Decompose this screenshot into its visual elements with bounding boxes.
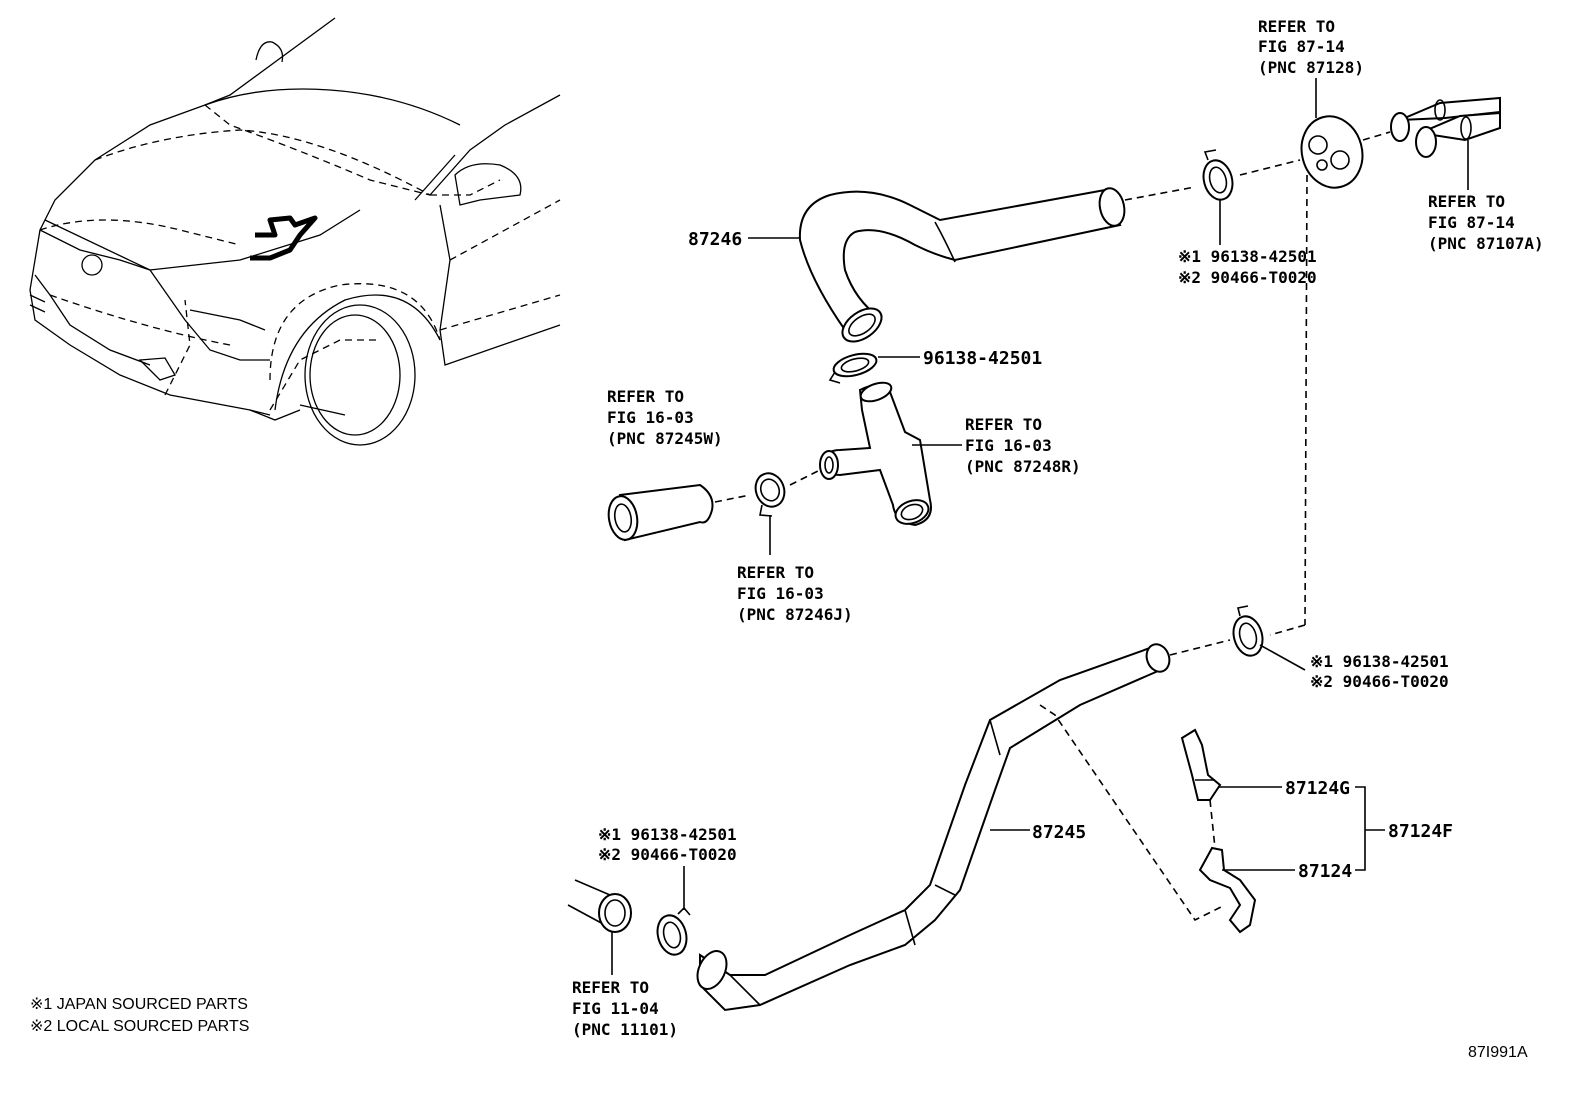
short-hose-87245w [607, 469, 821, 542]
heater-pipes-87107a [1390, 96, 1501, 158]
part-number-87245: 87245 [1032, 822, 1086, 843]
part-number-87246: 87246 [688, 229, 742, 250]
clamp-87246j [754, 472, 786, 517]
svg-text:(PNC 87245W): (PNC 87245W) [607, 429, 723, 448]
svg-text:(PNC 87128): (PNC 87128) [1258, 58, 1364, 77]
svg-text:FIG 16-03: FIG 16-03 [607, 408, 694, 427]
svg-text:FIG 16-03: FIG 16-03 [965, 436, 1052, 455]
note-japan-sourced: ※1 JAPAN SOURCED PARTS [30, 996, 248, 1013]
ref-fig87-14-pnc87128: REFER TO FIG 87-14 (PNC 87128) [1258, 17, 1364, 77]
svg-text:(PNC 11101): (PNC 11101) [572, 1020, 678, 1039]
part-number-87124: 87124 [1298, 861, 1352, 882]
svg-text:REFER TO: REFER TO [1258, 17, 1335, 36]
hose-87245 [696, 643, 1171, 1012]
svg-text:REFER TO: REFER TO [965, 415, 1042, 434]
part-numbers-clamp-mid-right: ※1 96138-42501 ※2 90466-T0020 [1310, 652, 1449, 691]
svg-text:(PNC 87107A): (PNC 87107A) [1428, 234, 1544, 253]
svg-text:REFER TO: REFER TO [572, 978, 649, 997]
clamp-87124g [1180, 728, 1222, 801]
engine-outlet-pipe-11101 [567, 879, 632, 933]
vehicle-location-sketch [29, 17, 561, 446]
part-number-96138-42501-middle: 96138-42501 [923, 348, 1042, 369]
image-code: 87I991A [1468, 1044, 1528, 1061]
clamp-mid-right [1232, 605, 1264, 657]
hose-87246 [798, 187, 1126, 343]
svg-text:(PNC 87246J): (PNC 87246J) [737, 605, 853, 624]
ref-fig16-03-pnc87248r: REFER TO FIG 16-03 (PNC 87248R) [965, 415, 1081, 476]
tee-joint [819, 381, 932, 527]
legend-notes: ※1 JAPAN SOURCED PARTS ※2 LOCAL SOURCED … [30, 996, 249, 1035]
svg-text:FIG 16-03: FIG 16-03 [737, 584, 824, 603]
clamp-87124 [1198, 846, 1257, 934]
svg-text:(PNC 87248R): (PNC 87248R) [965, 457, 1081, 476]
svg-text:※2 90466-T0020: ※2 90466-T0020 [598, 845, 737, 864]
svg-text:REFER TO: REFER TO [607, 387, 684, 406]
grommet-87128 [1300, 115, 1364, 189]
clamp-96138-42501-middle [828, 352, 878, 384]
ref-fig16-03-pnc87245w: REFER TO FIG 16-03 (PNC 87245W) [607, 387, 723, 448]
svg-text:※1 96138-42501: ※1 96138-42501 [1310, 652, 1449, 671]
svg-text:※1 96138-42501: ※1 96138-42501 [598, 825, 737, 844]
part-numbers-clamp-top-right: ※1 96138-42501 ※2 90466-T0020 [1178, 247, 1317, 287]
ref-fig16-03-pnc87246j: REFER TO FIG 16-03 (PNC 87246J) [737, 563, 853, 624]
note-local-sourced: ※2 LOCAL SOURCED PARTS [30, 1018, 249, 1035]
svg-text:※1 96138-42501: ※1 96138-42501 [1178, 247, 1317, 266]
clamp-bottom-left [656, 906, 691, 956]
svg-text:※2 90466-T0020: ※2 90466-T0020 [1310, 672, 1449, 691]
svg-text:FIG 87-14: FIG 87-14 [1258, 37, 1345, 56]
clamp-top-right [1202, 149, 1234, 201]
svg-text:FIG 11-04: FIG 11-04 [572, 999, 659, 1018]
svg-text:REFER TO: REFER TO [737, 563, 814, 582]
part-numbers-clamp-bottom-left: ※1 96138-42501 ※2 90466-T0020 [598, 825, 737, 864]
ref-fig11-04-pnc11101: REFER TO FIG 11-04 (PNC 11101) [572, 978, 678, 1039]
ref-fig87-14-pnc87107a: REFER TO FIG 87-14 (PNC 87107A) [1428, 192, 1544, 253]
svg-text:FIG 87-14: FIG 87-14 [1428, 213, 1515, 232]
svg-text:※2 90466-T0020: ※2 90466-T0020 [1178, 268, 1317, 287]
svg-text:REFER TO: REFER TO [1428, 192, 1505, 211]
part-number-87124g: 87124G [1285, 778, 1350, 799]
part-number-87124f: 87124F [1388, 821, 1453, 842]
